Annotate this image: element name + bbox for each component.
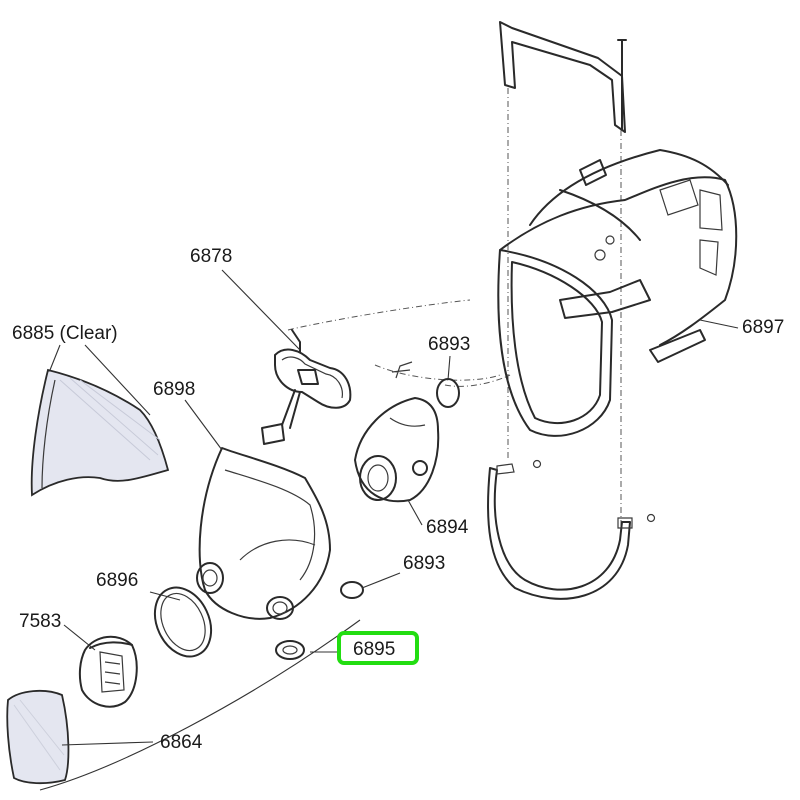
part-label-6895: 6895 xyxy=(353,639,396,660)
part-label-6897: 6897 xyxy=(742,317,785,338)
nose-cup xyxy=(354,397,440,503)
part-label-7583: 7583 xyxy=(19,611,62,632)
lens-frame-gasket xyxy=(153,586,213,658)
lens-cover-6864 xyxy=(6,689,70,785)
faceseal xyxy=(196,447,331,620)
clear-lens xyxy=(30,368,170,497)
valve-assembly-6878 xyxy=(261,329,352,445)
harness-bottom-strap xyxy=(487,459,656,600)
part-label-6893-top: 6893 xyxy=(428,334,471,355)
part-label-6893-bottom: 6893 xyxy=(403,553,446,574)
small-gasket-6895 xyxy=(275,640,305,660)
part-label-6894: 6894 xyxy=(426,517,469,538)
part-label-6898: 6898 xyxy=(153,379,196,400)
part-label-6885-clear: 6885 (Clear) xyxy=(12,323,118,344)
part-label-6878: 6878 xyxy=(190,246,233,267)
filter-adapter xyxy=(78,635,138,708)
part-label-6896: 6896 xyxy=(96,570,139,591)
head-harness-body xyxy=(497,149,738,437)
valve-disc-bottom xyxy=(340,581,364,599)
assembly-guide-lines xyxy=(287,88,622,530)
callout-leaders xyxy=(39,269,739,791)
part-label-6864: 6864 xyxy=(160,732,203,753)
highlight-box-6895 xyxy=(337,631,419,665)
harness-top-strap xyxy=(499,21,627,133)
